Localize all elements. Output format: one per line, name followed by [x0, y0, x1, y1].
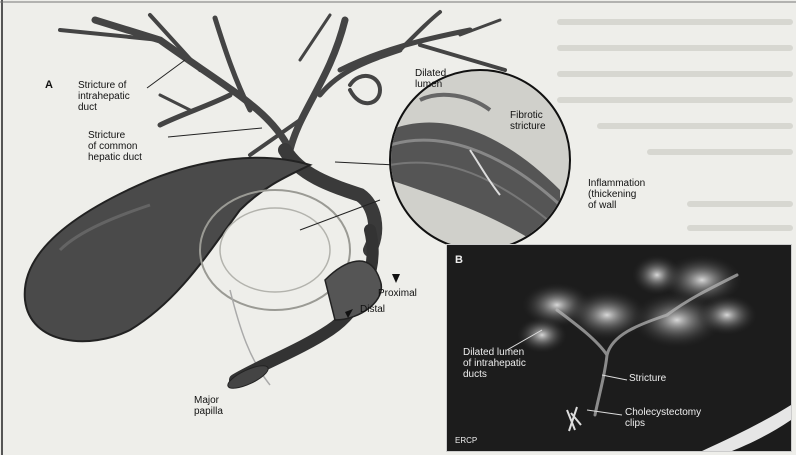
- label-ercp: ERCP: [455, 435, 477, 446]
- label-inflammation: Inflammation (thickening of wall: [588, 178, 645, 211]
- label-major-papilla: Major papilla: [194, 395, 223, 417]
- label-dilated-lumen: Dilated lumen: [415, 68, 446, 90]
- panel-b-letter: B: [455, 255, 463, 266]
- panel-a-letter: A: [45, 80, 53, 91]
- label-cholecystectomy-clips: Cholecystectomy clips: [625, 407, 701, 429]
- label-proximal: Proximal: [378, 288, 417, 299]
- label-stricture-common-hepatic-duct: Stricture of common hepatic duct: [88, 130, 142, 163]
- label-stricture-intrahepatic-duct: Stricture of intrahepatic duct: [78, 80, 130, 113]
- label-distal: Distal: [360, 304, 385, 315]
- label-fibrotic-stricture: Fibrotic stricture: [510, 110, 546, 132]
- label-dilated-lumen-intrahepatic: Dilated lumen of intrahepatic ducts: [463, 347, 526, 380]
- label-stricture: Stricture: [629, 373, 666, 384]
- ercp-panel: B Dilated lumen of intrahepatic ducts St…: [446, 244, 792, 452]
